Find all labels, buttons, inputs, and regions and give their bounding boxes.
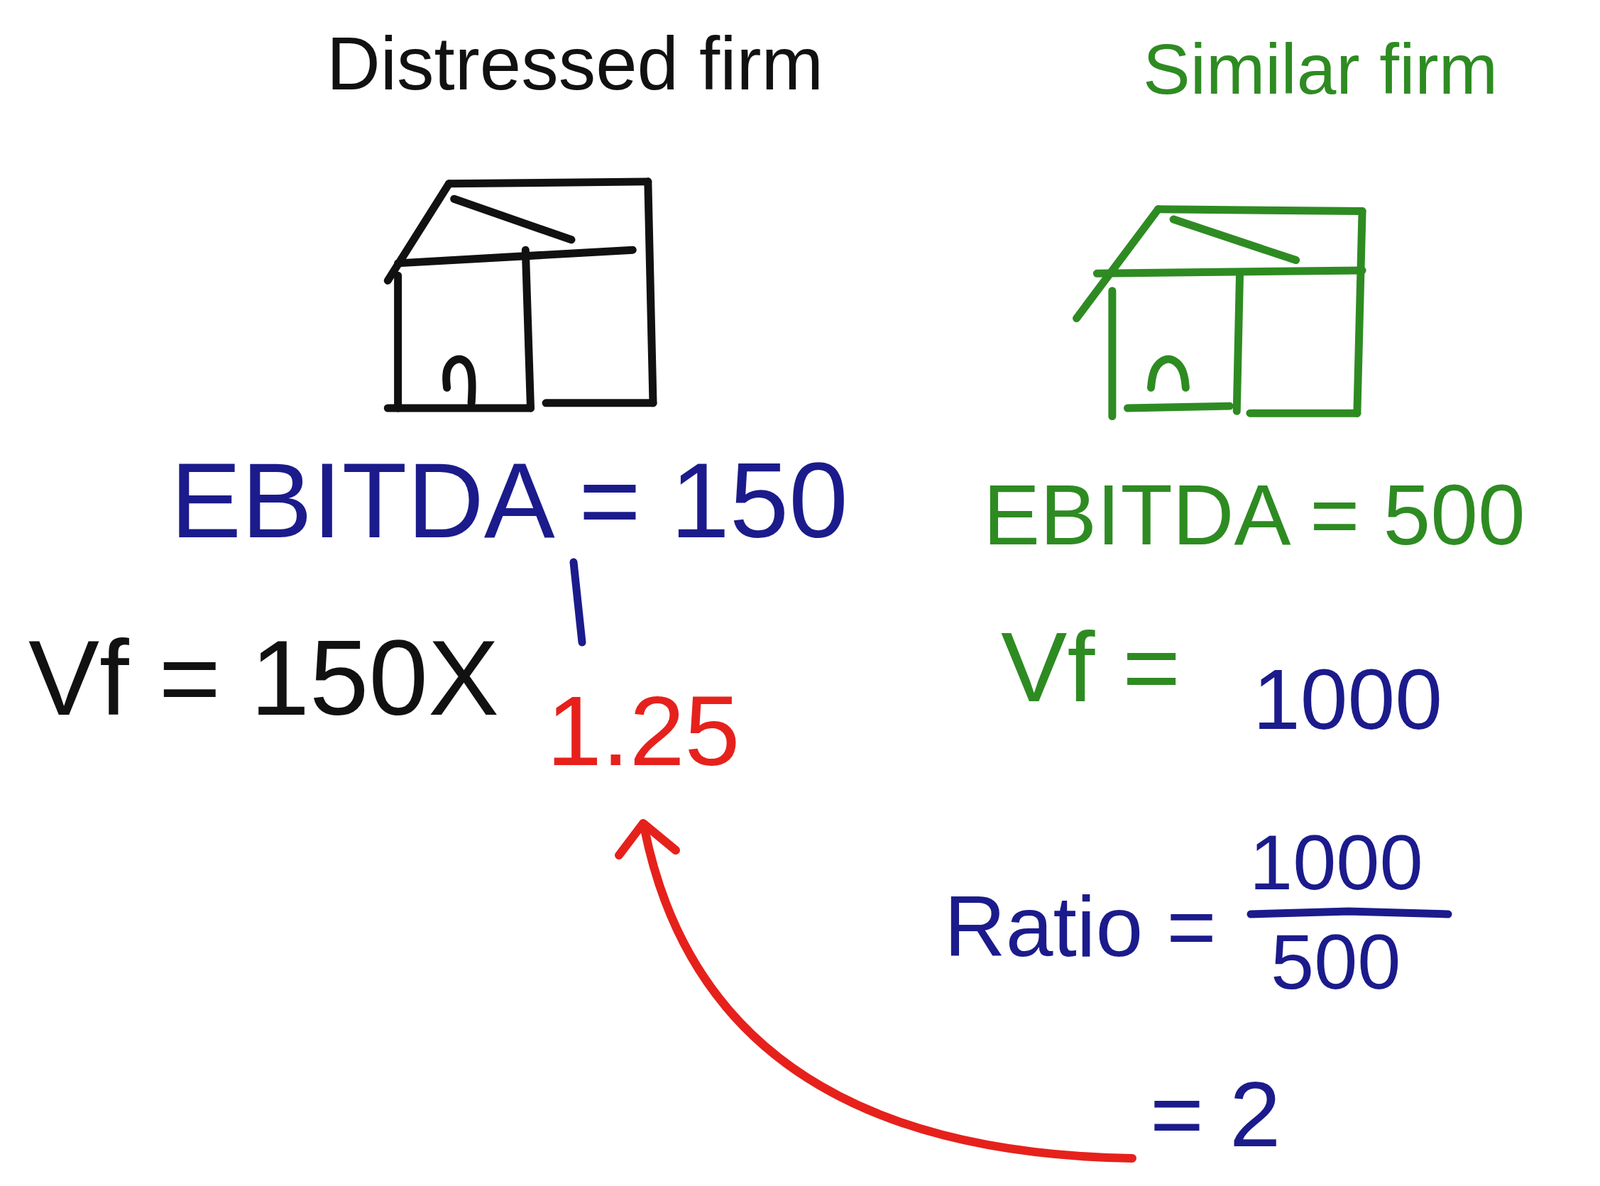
house-line [1127,406,1230,409]
ebitda-value: EBITDA = 500 [983,472,1526,558]
fraction-bar [1250,911,1449,915]
house-line [1076,209,1159,319]
house-line [1173,219,1297,261]
house-line [398,249,634,264]
firm-heading: Distressed firm [269,21,881,108]
house-line [393,275,402,409]
house-line [1096,270,1363,274]
house-line [1357,211,1363,414]
value-formula: Vf = [1000,617,1181,717]
house-line [454,198,572,240]
house-line [545,398,654,407]
ratio-result: = 2 [1149,1068,1281,1161]
house-line [1108,291,1116,417]
curved-arrow [644,829,1133,1159]
value-formula: Vf = 150X [28,624,500,732]
leader-line [573,562,583,643]
fraction-numerator: 1000 [1249,823,1424,902]
ebitda-value: EBITDA = 150 [170,447,849,554]
ratio-label: Ratio = [944,883,1217,969]
fraction-denominator: 500 [1270,922,1402,1001]
house-line [387,404,531,413]
house-line [1158,209,1363,212]
house-line [1250,409,1358,418]
firm-house: Similar firm [1050,28,1591,455]
house-door [446,359,473,404]
firm-value: 1000 [1252,656,1443,742]
arrow-head [618,823,676,856]
firm-house: Distressed firm [269,21,881,448]
house-line [449,181,649,184]
house-line [648,181,654,404]
multiple-value: 1.25 [546,681,740,781]
house-door [1151,359,1187,388]
house-line [525,249,531,409]
house-line [1236,273,1240,412]
firm-heading: Similar firm [1050,28,1591,111]
